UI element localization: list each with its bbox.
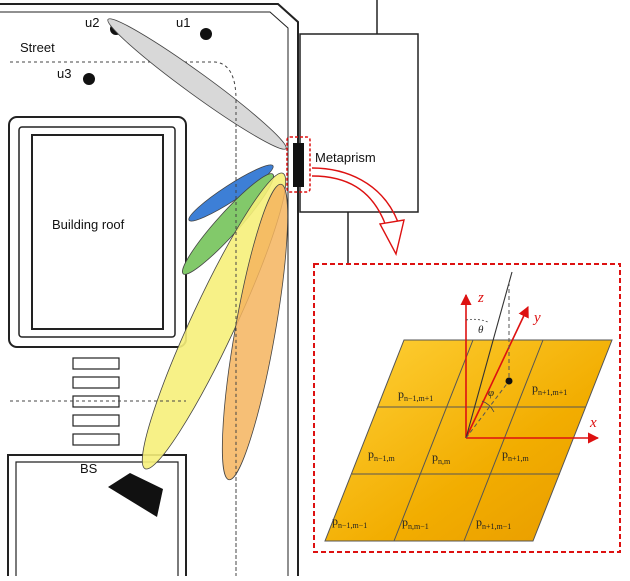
theta-arc bbox=[465, 318, 489, 323]
metaprism-label: Metaprism bbox=[315, 150, 376, 165]
cell-label-n-1-m+1: pn−1,m+1 bbox=[398, 387, 433, 403]
beam-grey bbox=[107, 18, 287, 150]
street-edge bbox=[0, 11, 289, 576]
user-u3-label: u3 bbox=[57, 66, 71, 81]
beam-orange bbox=[221, 183, 289, 481]
beams bbox=[107, 18, 289, 481]
y-axis bbox=[465, 305, 529, 439]
user-u3-dot bbox=[83, 73, 95, 85]
direction-vector bbox=[465, 271, 513, 439]
projection-point bbox=[505, 377, 513, 385]
base-station-antenna bbox=[108, 473, 163, 517]
cell-labels: pn−1,m+1 pn+1,m+1 pn−1,m pn,m pn+1,m pn−… bbox=[332, 381, 567, 531]
zoom-panel: pn−1,m+1 pn+1,m+1 pn−1,m pn,m pn+1,m pn−… bbox=[313, 263, 621, 553]
projection-base bbox=[465, 380, 510, 439]
cell-label-n+1-m: pn+1,m bbox=[502, 447, 530, 463]
cell-label-n-1-m-1: pn−1,m−1 bbox=[332, 514, 367, 530]
base-station: BS bbox=[7, 454, 187, 576]
right-building: Metaprism bbox=[286, 0, 419, 264]
tile-surface bbox=[324, 339, 613, 542]
users: u2 u1 u3 Street bbox=[20, 15, 212, 85]
metaprism-device bbox=[293, 143, 304, 187]
user-u2-label: u2 bbox=[85, 15, 99, 30]
cell-label-n+1-m+1: pn+1,m+1 bbox=[532, 381, 567, 397]
block-outline bbox=[0, 3, 299, 576]
cell-label-n-1-m: pn−1,m bbox=[368, 447, 396, 463]
cell-label-n-m-1: pn,m−1 bbox=[402, 515, 429, 531]
building-roof-label: Building roof bbox=[52, 217, 125, 232]
base-station-label: BS bbox=[80, 461, 98, 476]
building: Building roof bbox=[8, 116, 187, 348]
theta-label: θ bbox=[478, 324, 484, 336]
beam-blue bbox=[188, 164, 274, 222]
z-axis-label: z bbox=[477, 290, 484, 306]
metaprism-highlight bbox=[286, 136, 311, 193]
cell-label-n-m: pn,m bbox=[432, 450, 451, 466]
x-axis-label: x bbox=[589, 415, 597, 431]
phi-label: φ bbox=[488, 387, 494, 399]
coordinate-frame: z y x θ φ bbox=[460, 271, 600, 444]
beam-yellow bbox=[141, 172, 287, 470]
user-u1-label: u1 bbox=[176, 15, 190, 30]
zoom-arrow bbox=[311, 167, 405, 256]
phi-arc bbox=[481, 400, 495, 413]
street-label: Street bbox=[20, 40, 55, 55]
y-axis-label: y bbox=[532, 310, 541, 326]
cell-label-n+1-m-1: pn+1,m−1 bbox=[476, 515, 511, 531]
user-u1-dot bbox=[200, 28, 212, 40]
